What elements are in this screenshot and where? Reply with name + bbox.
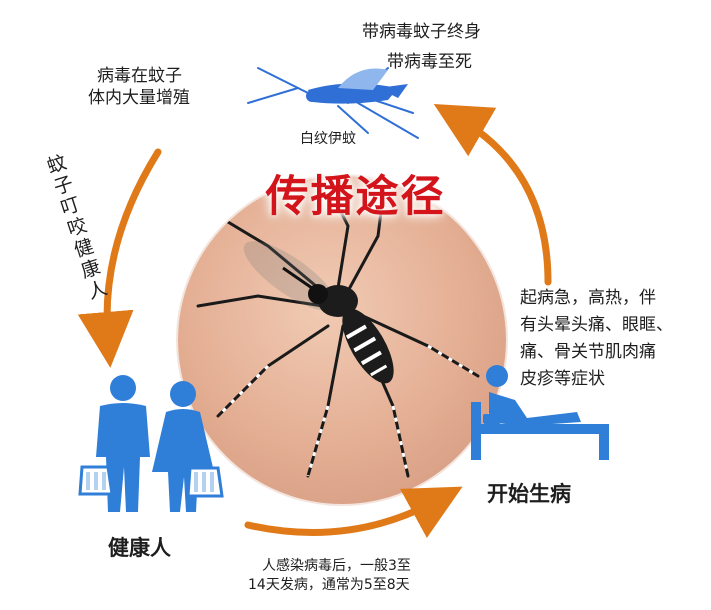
virus-multiply-note-line2: 体内大量增殖 [88, 88, 190, 108]
lifelong-carrier-note-line1: 带病毒蚊子终身 [362, 22, 481, 42]
diagram-title: 传播途径 [265, 172, 446, 222]
mosquito-on-skin-illustration [196, 184, 480, 478]
sick-stage-label: 开始生病 [487, 482, 571, 506]
lifelong-carrier-note-line2: 带病毒至死 [387, 52, 472, 72]
arrow-healthy-to-sick [244, 486, 463, 538]
aedes-mosquito-icon [247, 67, 419, 139]
central-mosquito-image [178, 176, 506, 504]
mosquito-species-label: 白纹伊蚊 [300, 131, 356, 147]
incubation-note-line1: 人感染病毒后，一般3至 [262, 558, 411, 574]
virus-multiply-note-line1: 病毒在蚊子 [97, 66, 182, 86]
healthy-people-icon [78, 375, 224, 512]
healthy-person-label: 健康人 [108, 536, 171, 560]
arrow-sick-to-mosquito [433, 103, 552, 286]
sick-person-in-bed-icon [471, 365, 609, 460]
symptom-note-line3: 痛、骨关节肌肉痛 [520, 342, 656, 362]
incubation-note-line2: 14天发病，通常为5至8天 [248, 577, 410, 593]
symptom-note-line2: 有头晕头痛、眼眶、 [520, 315, 673, 335]
symptom-note-line1: 起病急，高热，伴 [520, 288, 656, 308]
symptom-note-line4: 皮疹等症状 [520, 369, 605, 389]
arrow-mosquito-to-healthy [77, 148, 162, 368]
